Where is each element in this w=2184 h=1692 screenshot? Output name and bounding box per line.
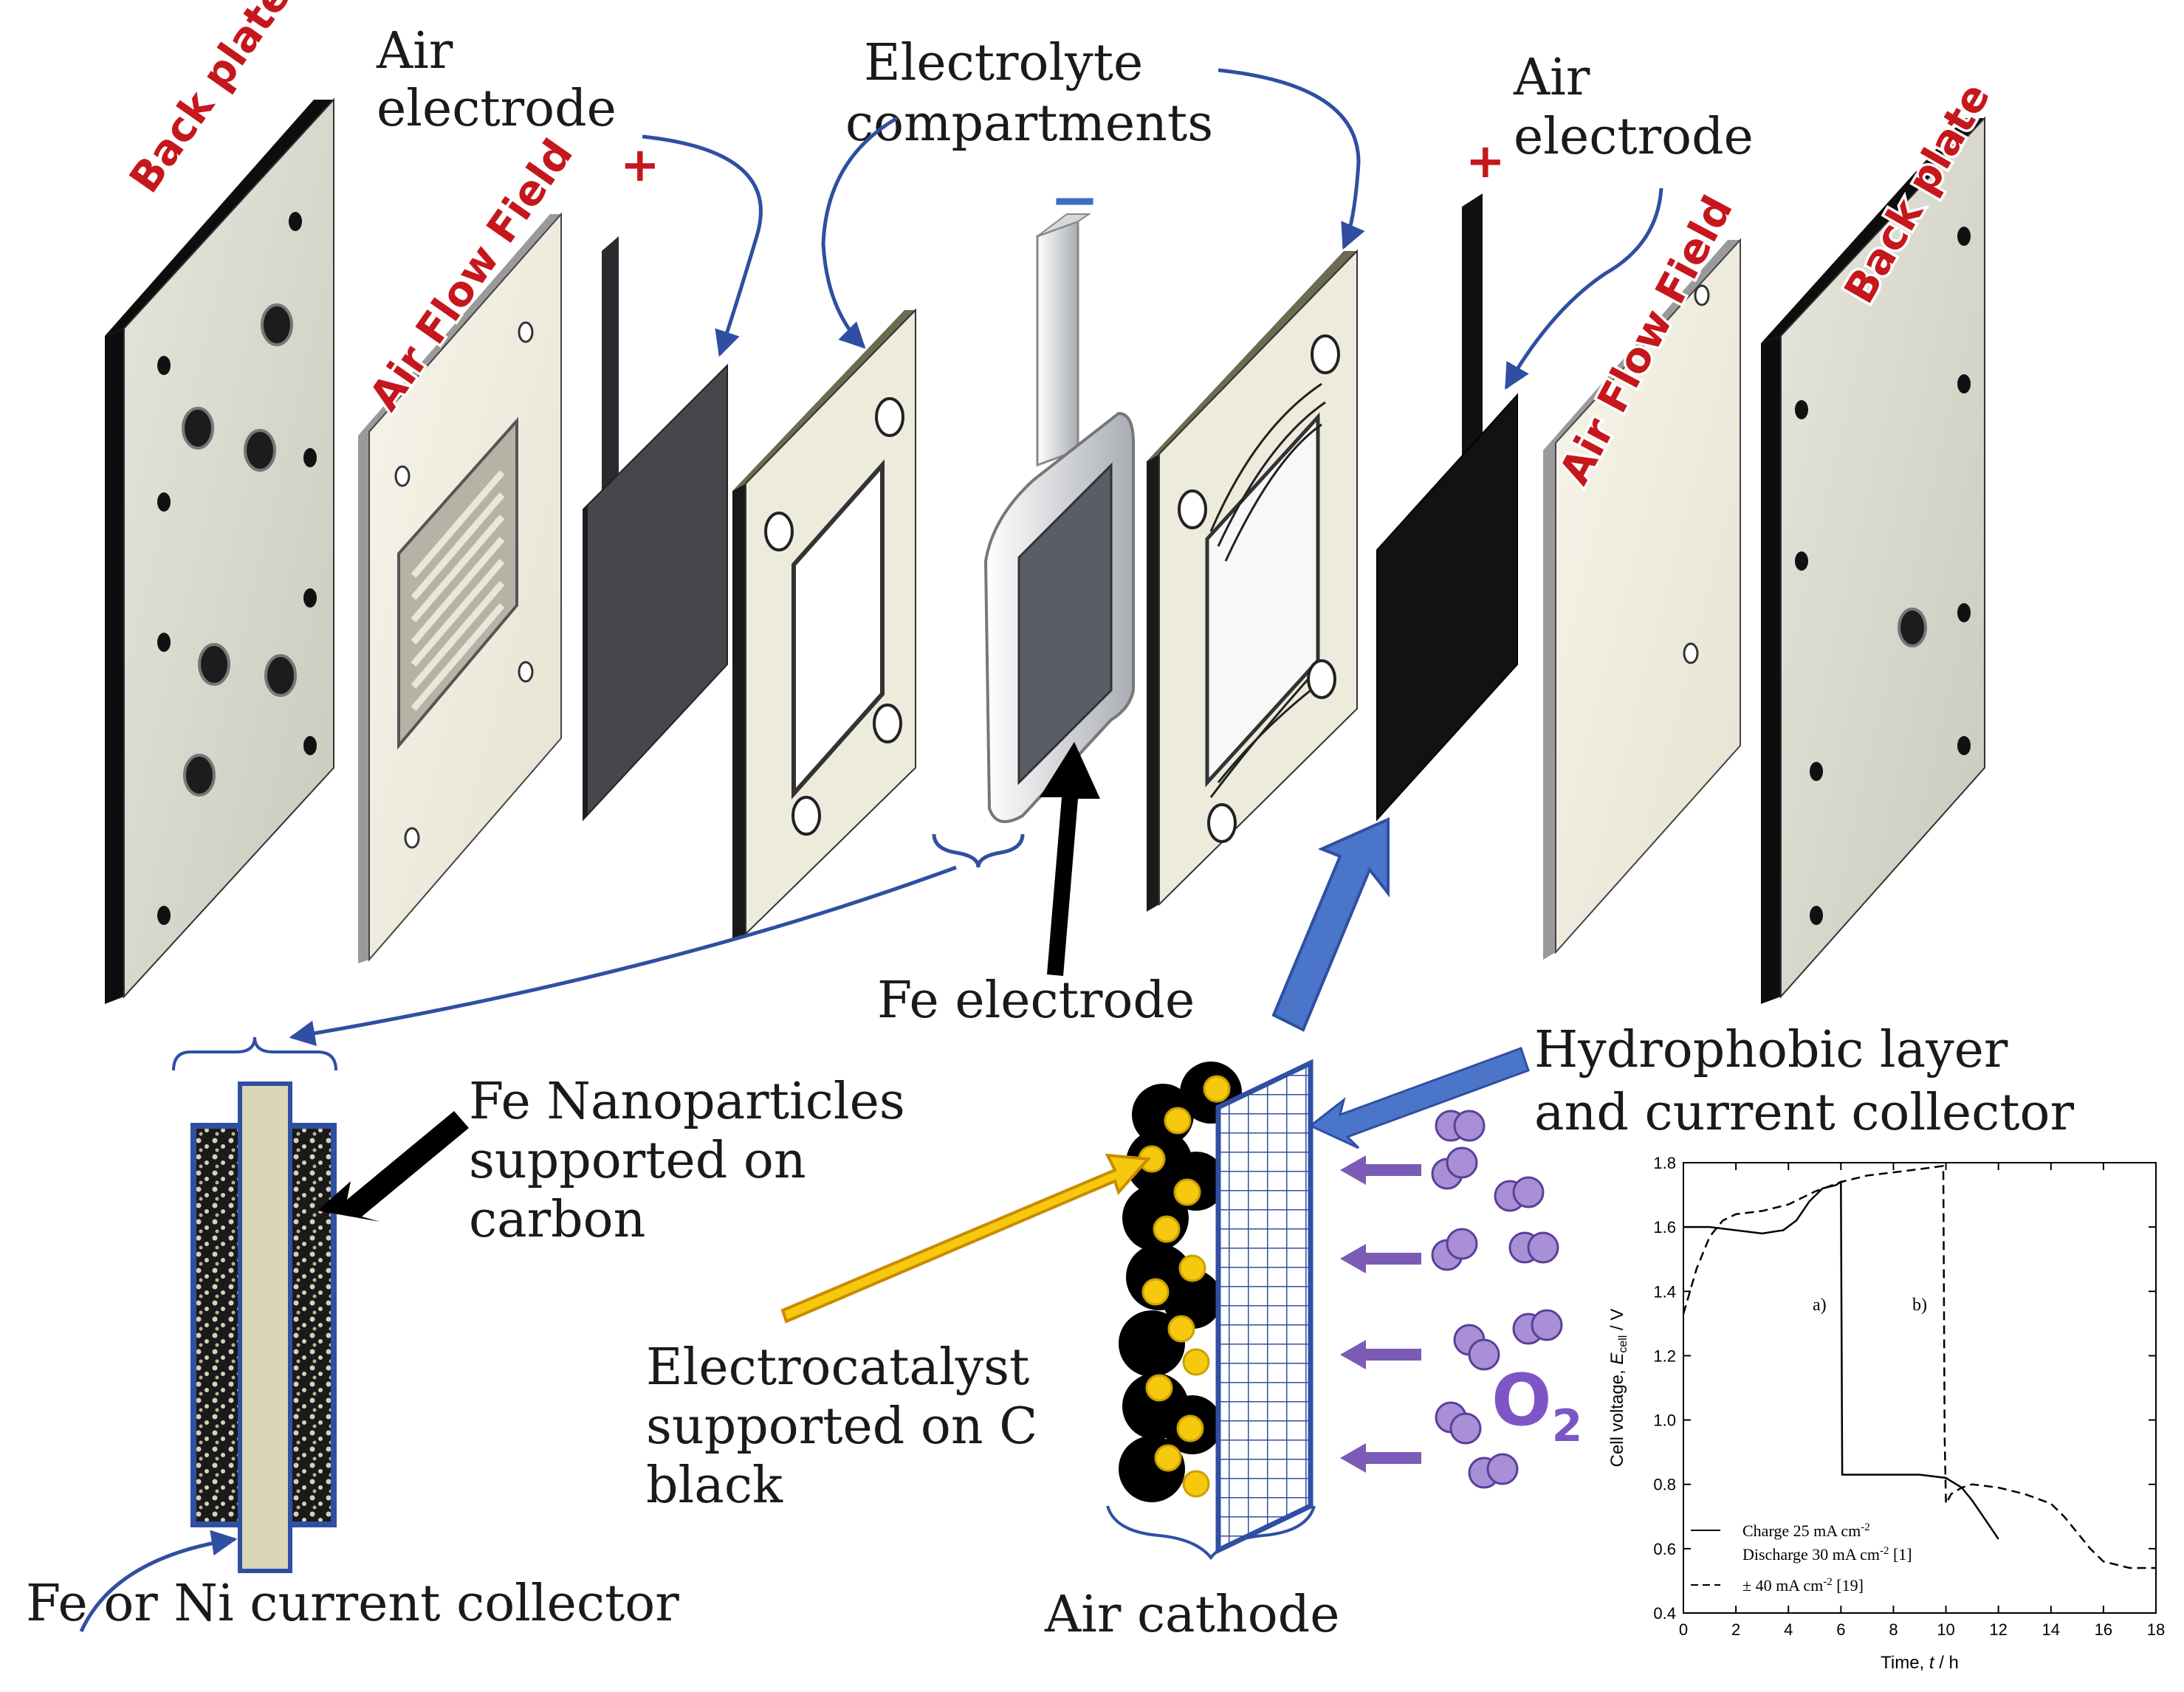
annotation-b: b)	[1912, 1296, 1927, 1315]
y-tick-label: 0.8	[1653, 1476, 1676, 1494]
y-tick-label: 1.2	[1653, 1347, 1676, 1365]
x-tick-label: 2	[1731, 1620, 1740, 1639]
minus-sign: −	[1050, 165, 1099, 234]
air-flow-field-left	[358, 212, 562, 963]
o2-label: O2	[1491, 1359, 1582, 1452]
cell-voltage-chart: 0 2 4 6 8 10 12 14 16 18 0.4 0.6 0.8 1.0 1.2 1.4 1.6 1.8…	[1607, 1154, 2165, 1673]
y-tick-label: 1.4	[1653, 1282, 1676, 1301]
x-tick-label: 10	[1937, 1620, 1954, 1639]
air-electrode-arrow	[1271, 816, 1390, 1032]
y-ticks: 0.4 0.6 0.8 1.0 1.2 1.4 1.6 1.8	[1653, 1154, 2156, 1623]
electrolyte-frame-left	[732, 308, 916, 941]
electrolyte-frame-right	[1147, 249, 1358, 912]
y-tick-label: 0.4	[1653, 1604, 1676, 1623]
chart-y-axis-label: Cell voltage, Ecell / V	[1607, 1309, 1630, 1468]
fe-electrode-label: Fe electrode	[877, 971, 1195, 1030]
x-tick-label: 12	[1989, 1620, 2007, 1639]
o2-flow: O2	[1340, 1110, 1582, 1489]
label-arrows	[289, 68, 1663, 1047]
annotation-a: a)	[1813, 1296, 1827, 1315]
air-electrode-left	[583, 236, 728, 822]
x-tick-label: 14	[2042, 1620, 2060, 1639]
y-tick-label: 1.8	[1653, 1154, 1676, 1172]
back-plate-right	[1761, 116, 1985, 1004]
chart-legend: Charge 25 mA cm-2 Discharge 30 mA cm-2 […	[1691, 1521, 1912, 1595]
chart-plot-frame	[1683, 1162, 2157, 1614]
chart-series	[1682, 1164, 2156, 1569]
series-line-solid	[1683, 1180, 1999, 1540]
air-cathode-label: Air cathode	[1044, 1586, 1339, 1644]
y-tick-label: 1.0	[1653, 1411, 1676, 1430]
legend-entry-1: Charge 25 mA cm-2	[1742, 1521, 1870, 1540]
chart-x-axis-label: Time, t / h	[1881, 1653, 1959, 1673]
air-electrode-right	[1376, 193, 1518, 822]
x-tick-label: 6	[1836, 1620, 1845, 1639]
fe-ni-collector-label: Fe or Ni current collector	[26, 1575, 679, 1633]
x-tick-label: 4	[1784, 1620, 1793, 1639]
legend-entry-3: ± 40 mA cm-2 [19]	[1742, 1576, 1864, 1595]
x-tick-label: 0	[1679, 1620, 1688, 1639]
air-cathode	[1106, 1059, 1316, 1561]
legend-entry-2: Discharge 30 mA cm-2 [1]	[1742, 1545, 1912, 1564]
back-plate-left	[105, 97, 334, 1004]
electrocatalyst-arrow	[780, 1153, 1152, 1324]
x-tick-label: 16	[2095, 1620, 2112, 1639]
fe-ni-collector-arrow	[79, 1530, 238, 1633]
fe-bracket	[932, 833, 1025, 868]
air-flow-field-right	[1543, 238, 1741, 960]
fe-electrode-arrow	[1040, 742, 1100, 976]
cell-stack	[105, 97, 1985, 1004]
series-line-dashed	[1682, 1164, 2156, 1569]
fe-nanoparticles-arrow	[317, 1111, 469, 1222]
hydrophobic-layer-arrow	[1308, 1047, 1530, 1149]
plus-sign-left: +	[620, 138, 660, 193]
fe-electrode-cross-section	[172, 1036, 337, 1573]
y-tick-label: 1.6	[1653, 1218, 1676, 1237]
x-tick-label: 8	[1889, 1620, 1898, 1639]
x-ticks: 0 2 4 6 8 10 12 14 16 18	[1679, 1163, 2165, 1639]
x-tick-label: 18	[2147, 1620, 2165, 1639]
plus-sign-right: +	[1466, 134, 1505, 189]
y-tick-label: 0.6	[1653, 1540, 1676, 1558]
fe-electrode	[983, 213, 1135, 823]
